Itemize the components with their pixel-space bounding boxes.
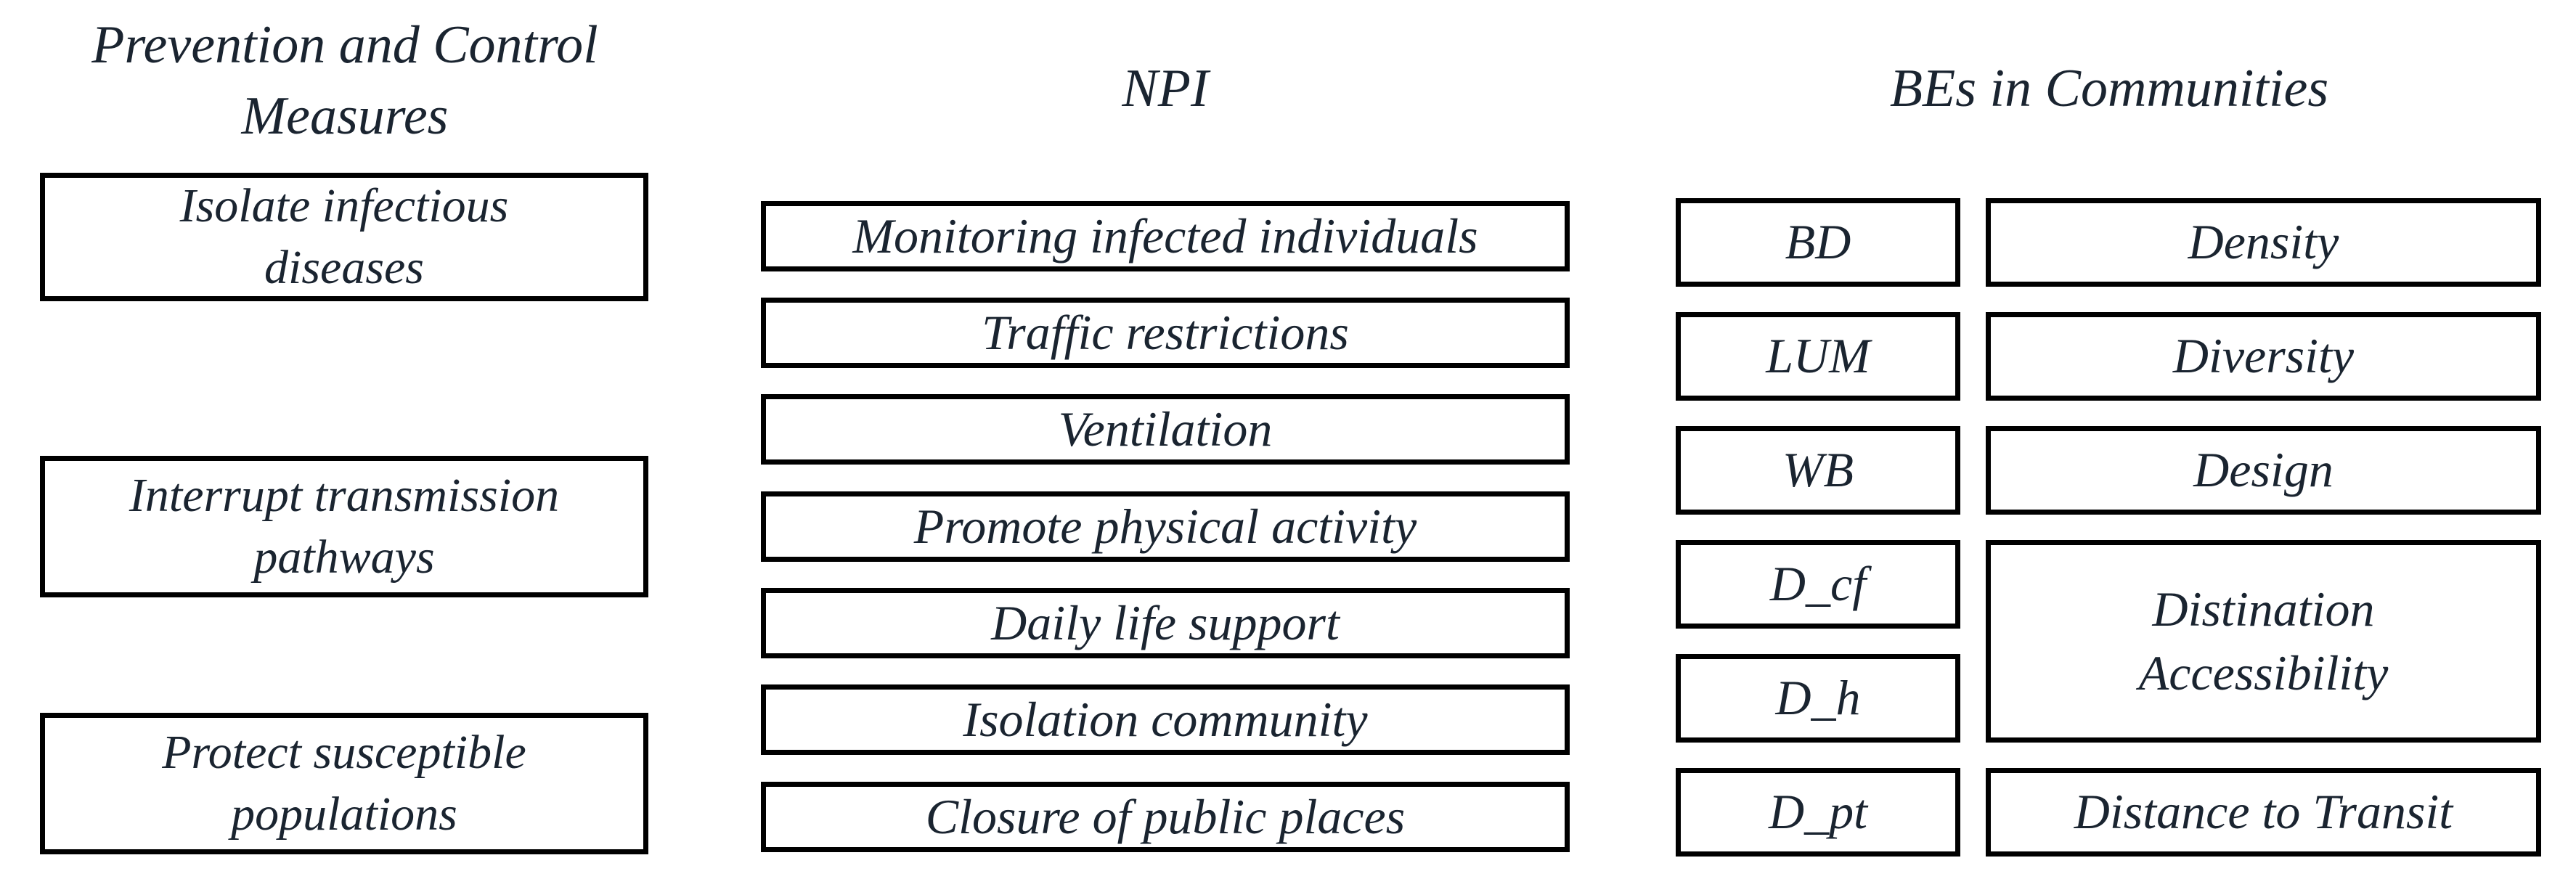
node-box-b2: LUM [1676, 312, 1960, 401]
connector-m3-b1 [1568, 241, 1677, 430]
node-box-b5: D_h [1676, 654, 1960, 743]
connector-l2-m3 [647, 428, 762, 528]
node-box-m3: Ventilation [761, 394, 1570, 465]
node-label-l1: Isolate infectious diseases [179, 179, 509, 294]
node-box-m7: Closure of public places [761, 782, 1570, 852]
node-box-m4: Promote physical activity [761, 491, 1570, 562]
connector-m5-b5 [1568, 621, 1677, 700]
node-box-b4: D_cf [1676, 540, 1960, 629]
connector-m4-b5 [1568, 526, 1677, 700]
connector-l2-m1 [646, 235, 763, 528]
connector-m6-b2 [1568, 356, 1678, 721]
connector-l3-m7 [648, 782, 762, 819]
column-header-bes-in-communities: BEs in Communities [1889, 59, 2329, 118]
connector-m6-b5 [1569, 696, 1676, 722]
node-label-b2: LUM [1766, 328, 1870, 384]
node-box-b6: D_pt [1676, 768, 1960, 857]
node-label-l3: Protect susceptible populations [162, 726, 526, 841]
node-box-l2: Interrupt transmission pathways [40, 456, 648, 597]
connector-l1-m6 [646, 236, 763, 721]
connector-m4-b3 [1568, 469, 1677, 528]
connector-m5-b6 [1568, 622, 1677, 814]
connector-l3-m6 [647, 718, 762, 785]
node-label-b1: BD [1785, 214, 1851, 270]
connector-m2-b3 [1568, 332, 1677, 472]
node-box-r1: Density [1986, 198, 2541, 287]
connector-m5-b4 [1569, 582, 1676, 625]
column-header-npi: NPI [1122, 59, 1209, 118]
node-label-m1: Monitoring infected individuals [852, 208, 1478, 263]
connector-m2-b6 [1568, 332, 1678, 813]
connector-l3-m1 [646, 236, 763, 784]
connector-m7-b6 [1569, 810, 1676, 819]
connector-l1-m4 [646, 236, 763, 528]
node-box-m6: Isolation community [761, 684, 1570, 755]
connector-l2-m6 [647, 526, 762, 721]
node-label-l2: Interrupt transmission pathways [129, 469, 560, 584]
connector-m7-b5 [1568, 697, 1677, 818]
connector-l3-m2 [646, 332, 763, 785]
node-label-m5: Daily life support [991, 594, 1340, 650]
node-label-m3: Ventilation [1058, 401, 1273, 457]
node-box-m1: Monitoring infected individuals [761, 201, 1570, 271]
node-label-m7: Closure of public places [925, 788, 1406, 844]
node-label-r5: Distance to Transit [2074, 784, 2453, 840]
node-label-r3: Design [2193, 442, 2334, 498]
node-label-b4: D_cf [1769, 556, 1867, 612]
connector-m7-b2 [1568, 356, 1678, 818]
node-box-r5: Distance to Transit [1986, 768, 2541, 857]
connector-m1-b3 [1568, 235, 1678, 471]
connector-m6-b6 [1568, 718, 1677, 814]
node-box-m5: Daily life support [761, 588, 1570, 658]
node-label-m4: Promote physical activity [913, 498, 1417, 554]
column-header-prevention-control-measures: Prevention and Control Measures [91, 15, 598, 146]
connector-l2-m2 [647, 332, 762, 528]
connector-l1-m2 [647, 235, 762, 335]
node-label-b6: D_pt [1769, 784, 1867, 840]
connector-m4-b2 [1568, 355, 1677, 528]
node-label-m2: Traffic restrictions [982, 304, 1349, 360]
node-box-r3: Design [1986, 426, 2541, 515]
connector-m2-b1 [1568, 241, 1677, 335]
connector-l1-m7 [646, 237, 763, 817]
connector-l2-m5 [647, 525, 762, 625]
connector-m5-b2 [1568, 356, 1678, 624]
node-label-m6: Isolation community [963, 691, 1368, 747]
node-label-r1: Density [2188, 214, 2339, 270]
node-box-r2: Diversity [1986, 312, 2541, 401]
node-box-l3: Protect susceptible populations [40, 713, 648, 854]
connector-l3-m5 [647, 622, 762, 785]
connector-m6-b4 [1568, 583, 1677, 721]
node-box-r4: Distination Accessibility [1986, 540, 2541, 743]
node-box-b3: WB [1676, 426, 1960, 515]
node-label-b3: WB [1782, 442, 1854, 498]
node-label-b5: D_h [1775, 670, 1861, 726]
node-box-b1: BD [1676, 198, 1960, 287]
node-label-r2: Diversity [2172, 328, 2355, 384]
node-label-r4: Distination Accessibility [2138, 581, 2389, 700]
node-box-l1: Isolate infectious diseases [40, 173, 648, 301]
node-box-m2: Traffic restrictions [761, 298, 1570, 368]
